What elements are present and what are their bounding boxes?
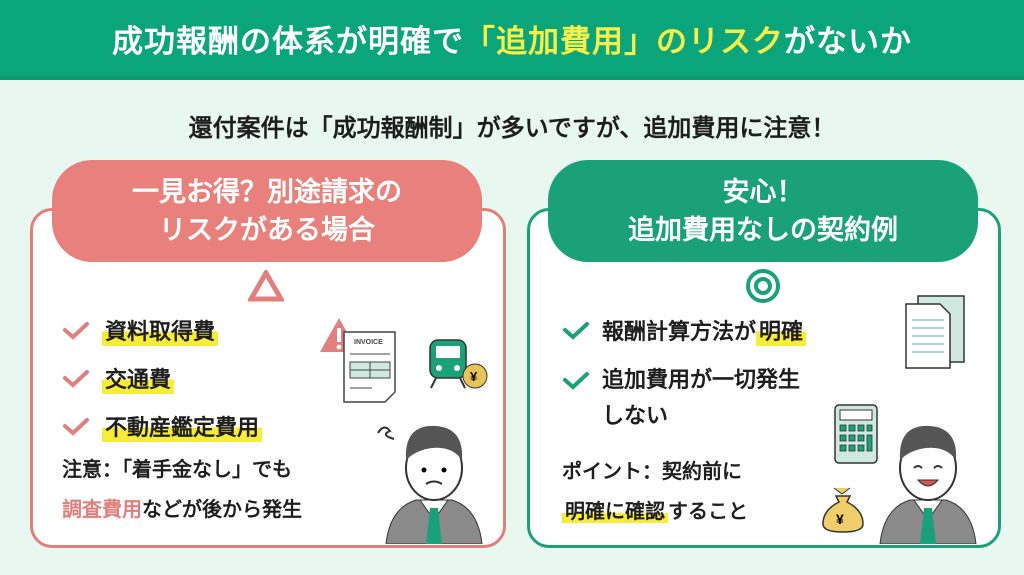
risk-heading-line1: 一見お得？別途請求の — [132, 177, 402, 207]
triangle-icon — [248, 270, 284, 302]
page-title: 成功報酬の体系が明確で「追加費用」のリスクがないか — [0, 0, 1024, 80]
safe-item: 追加費用が一切発生しない — [562, 362, 800, 434]
safe-item-highlight: 明確 — [756, 314, 807, 346]
risk-note-rest: などが後から発生 — [142, 499, 302, 521]
risk-item-label: 不動産鑑定費用 — [102, 410, 263, 442]
risk-note-line1: 注意：「着手金なし」でも — [62, 459, 292, 481]
risk-item: 資料取得費 — [62, 314, 219, 346]
safe-heading-line2: 追加費用なしの契約例 — [628, 215, 898, 245]
subtitle: 還付案件は「成功報酬制」が多いですが、追加費用に注意！ — [188, 115, 836, 142]
safe-item: 報酬計算方法が明確 — [562, 314, 807, 346]
safe-item-label: 報酬計算方法が — [602, 319, 757, 344]
safe-point-rest: すること — [668, 501, 748, 523]
risk-item: 不動産鑑定費用 — [62, 410, 263, 442]
double-circle-icon — [746, 269, 780, 303]
title-text: 成功報酬の体系が明確で — [112, 23, 464, 59]
check-icon — [63, 418, 89, 436]
calculator-icon — [834, 404, 878, 464]
money-bag-icon: ¥ — [822, 487, 864, 533]
safe-heading: 安心！ 追加費用なしの契約例 — [548, 160, 978, 262]
smiling-person-illustration — [879, 425, 977, 544]
risk-note-highlight: 調査費用 — [62, 499, 142, 521]
svg-text:¥: ¥ — [470, 369, 478, 384]
train-icon: ¥ — [429, 339, 488, 389]
check-icon — [63, 322, 89, 340]
title-highlight: 「追加費用」のリスク — [464, 23, 784, 59]
invoice-icon: INVOICE — [343, 331, 396, 403]
check-icon — [563, 322, 589, 340]
safe-item-line1: 追加費用が一切発生 — [602, 367, 801, 392]
svg-text:¥: ¥ — [836, 511, 844, 527]
safe-item-line2: しない — [602, 403, 669, 428]
safe-point: ポイント：契約前に 明確に確認すること — [562, 452, 748, 532]
risk-item: 交通費 — [62, 362, 175, 394]
documents-icon — [905, 295, 965, 369]
risk-item-label: 交通費 — [102, 362, 175, 394]
check-icon — [563, 372, 589, 390]
svg-text:INVOICE: INVOICE — [354, 339, 383, 346]
safe-heading-line1: 安心！ — [722, 177, 804, 207]
worried-person-illustration — [377, 425, 483, 544]
risk-heading-line2: リスクがある場合 — [159, 215, 375, 245]
check-icon — [63, 370, 89, 388]
risk-item-label: 資料取得費 — [102, 314, 219, 346]
safe-point-line1: ポイント：契約前に — [562, 461, 742, 483]
title-text-end: がないか — [784, 23, 912, 59]
safe-point-highlight: 明確に確認 — [562, 501, 668, 523]
risk-heading: 一見お得？別途請求の リスクがある場合 — [52, 160, 482, 262]
risk-note: 注意：「着手金なし」でも 調査費用などが後から発生 — [62, 450, 302, 530]
